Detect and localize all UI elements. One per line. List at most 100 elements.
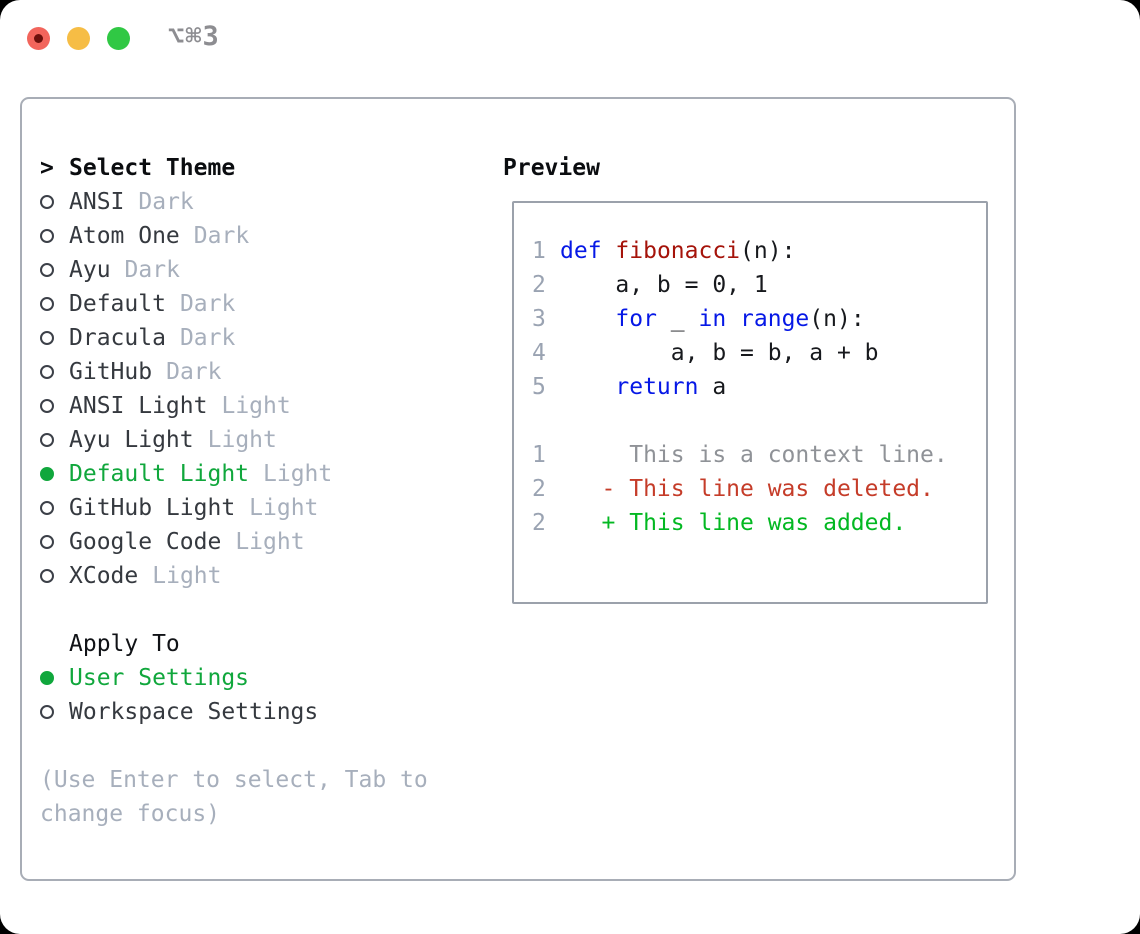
radio-icon [40,399,54,413]
preview-line-code: 3 for _ in range(n): [532,306,986,340]
radio-icon [40,705,54,719]
preview-line-diff-deleted: 2 - This line was deleted. [532,476,986,510]
radio-prefix [40,433,69,447]
radio-icon [40,195,54,209]
focus-chevron-icon: > [40,155,54,181]
theme-option-label: Dracula [69,325,166,351]
apply-option-label: Workspace Settings [69,699,319,725]
line-number: 2 [532,510,546,536]
radio-prefix [40,195,69,209]
theme-list-title: Select Theme [69,155,236,181]
preview-line-code: 5 return a [532,374,986,408]
token-pl: (n): [740,238,796,264]
token-pl [560,374,615,400]
preview-line-blank [532,408,986,442]
token-pl [560,306,615,332]
radio-selected-icon [40,467,54,481]
line-number: 5 [532,374,546,400]
token-pl: _ [656,306,699,332]
radio-prefix [40,229,69,243]
radio-prefix [40,399,69,413]
theme-option-label: GitHub Light [69,495,236,521]
line-number: 3 [532,306,546,332]
radio-icon [40,229,54,243]
theme-option-label: Ayu [69,257,111,283]
theme-option-label: GitHub [69,359,153,385]
spacer [40,593,490,627]
radio-prefix [40,501,69,515]
preview-line-diff-added: 2 + This line was added. [532,510,986,544]
radio-icon [40,331,54,345]
radio-selected-icon [40,671,54,685]
theme-variant-tag: Dark [138,189,194,215]
token-kw: in [698,306,727,332]
radio-prefix [40,671,69,685]
theme-list-header: > Select Theme [40,151,490,185]
close-button[interactable] [27,27,50,50]
theme-option[interactable]: GitHub Dark [40,355,490,389]
radio-icon [40,535,54,549]
token-pl [602,238,616,264]
token-fn: fibonacci [615,238,741,264]
apply-option[interactable]: User Settings [40,661,490,695]
token-add: + This line was added. [560,510,907,536]
token-kw: return [615,374,699,400]
radio-icon [40,501,54,515]
preview-title: Preview [503,155,600,181]
radio-prefix [40,331,69,345]
hint-text: (Use Enter to select, Tab to change focu… [40,767,428,827]
theme-variant-tag: Light [221,393,291,419]
apply-option-label: User Settings [69,665,250,691]
minimize-button[interactable] [67,27,90,50]
radio-prefix [40,535,69,549]
theme-option[interactable]: XCode Light [40,559,490,593]
preview-line-diff-context: 1 This is a context line. [532,442,986,476]
theme-variant-tag: Light [207,427,277,453]
line-number: 1 [532,238,546,264]
theme-variant-tag: Light [263,461,333,487]
radio-prefix [40,365,69,379]
radio-icon [40,365,54,379]
radio-icon [40,433,54,447]
token-pl: a, b = 0, 1 [560,272,768,298]
radio-icon [40,569,54,583]
theme-option-label: Atom One [69,223,180,249]
spacer [40,729,490,763]
radio-prefix [40,297,69,311]
token-pl [726,306,740,332]
theme-option[interactable]: ANSI Light Light [40,389,490,423]
line-number: 2 [532,476,546,502]
traffic-lights [27,27,130,50]
theme-option-label: ANSI Light [69,393,208,419]
apply-to-header: Apply To [40,627,490,661]
theme-variant-tag: Dark [166,359,222,385]
token-del: - This line was deleted. [560,476,934,502]
theme-option-label: XCode [69,563,139,589]
token-pl: (n): [809,306,865,332]
zoom-button[interactable] [107,27,130,50]
radio-prefix [40,569,69,583]
theme-variant-tag: Light [152,563,222,589]
radio-prefix [40,263,69,277]
radio-prefix [40,705,69,719]
token-pl: a, b = b, a + b [560,340,879,366]
apply-to-title: Apply To [69,631,180,657]
apply-option[interactable]: Workspace Settings [40,695,490,729]
token-kw: range [740,306,810,332]
preview-line-code: 2 a, b = 0, 1 [532,272,986,306]
